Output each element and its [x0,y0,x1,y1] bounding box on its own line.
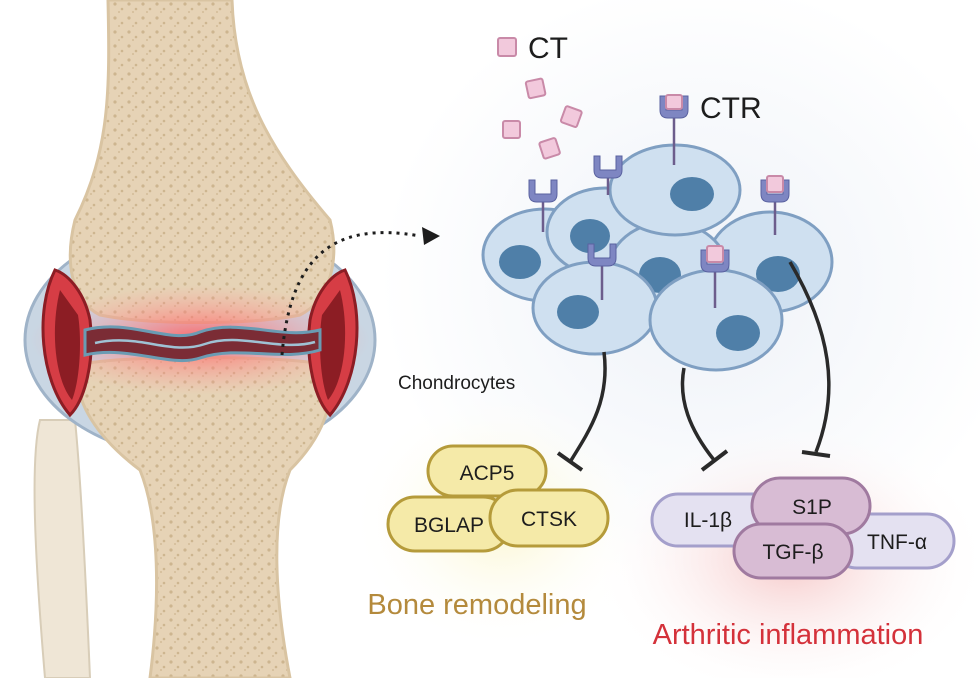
ct-molecule [559,105,583,128]
inhibition-line-inflam-2 [788,261,831,453]
cell-nucleus [716,315,760,351]
marker-ctsk [488,488,610,548]
ctr-receptor [587,243,617,300]
ctr-receptor-bound [700,245,730,308]
ctr-legend-icon [659,94,689,165]
chondrocytes-label: Chondrocytes [398,373,515,394]
inhibition-bar-inflam-2 [801,450,831,458]
marker-acp5-label: ACP5 [460,462,515,485]
cell-nucleus [499,245,541,279]
cell-nucleus [756,256,800,292]
ct-legend-icon [497,37,517,57]
ctr-receptor [528,179,558,232]
ct-molecules [502,77,583,160]
cell-nucleus [557,295,599,329]
ctr-label: CTR [700,92,762,125]
cell-nucleus [670,177,714,211]
tibia-bone [76,356,332,678]
ctr-receptor-bound [760,175,790,235]
inhibition-bar-bone [556,451,584,472]
marker-tgfb [732,522,854,580]
zoom-arrow [280,231,421,356]
bone-remodeling-title: Bone remodeling [367,589,586,621]
inhibition-bar-inflam-1 [700,449,729,472]
bone-remodeling-markers: ACP5 BGLAP CTSK [386,444,610,553]
knee-joint-illustration [23,0,377,678]
ct-label: CT [528,32,568,65]
ctr-receptor [593,155,623,195]
marker-s1p-label: S1P [792,496,832,519]
inflammation-markers: IL-1β TNF-α S1P TGF-β [650,476,956,580]
ct-molecule [524,77,547,100]
ct-molecule [502,120,521,139]
ct-molecule [538,137,561,160]
cell-nucleus [570,219,610,253]
marker-il1b-label: IL-1β [684,509,732,532]
zoom-arrow-head [422,227,440,245]
inhibition-line-bone [568,351,607,463]
inhibition-arrows [556,261,831,472]
marker-bglap-label: BGLAP [414,514,484,537]
arthritic-inflammation-title: Arthritic inflammation [653,619,924,651]
chondrocyte-cluster [481,143,834,372]
meniscus-right-inner [320,290,346,400]
inhibition-line-inflam-1 [680,367,716,462]
meniscus-left-inner [54,290,80,400]
femur-bone [68,0,336,324]
ctr-receptors [528,94,790,308]
fibula-bone [33,419,92,678]
marker-ctsk-label: CTSK [521,508,577,531]
marker-tgfb-label: TGF-β [762,541,823,564]
marker-tnfa-label: TNF-α [867,531,927,554]
